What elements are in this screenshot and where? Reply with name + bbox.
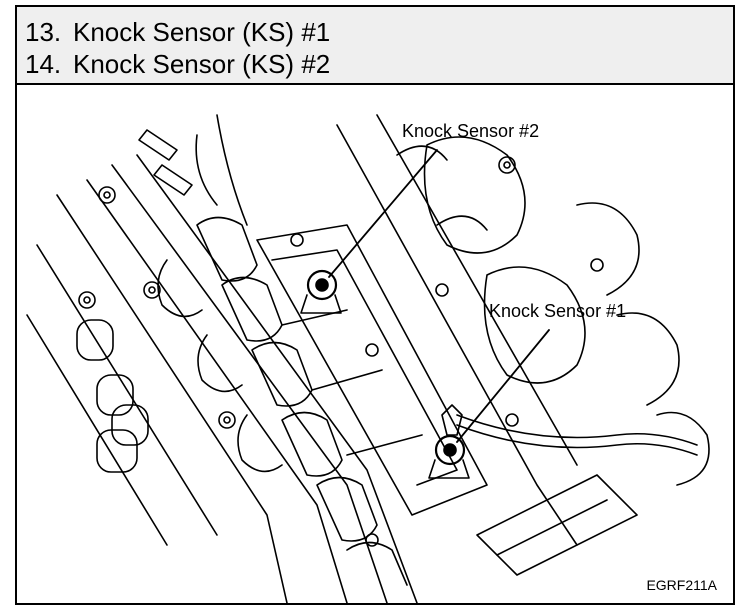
title-line-1: 13. Knock Sensor (KS) #1: [25, 17, 330, 48]
callout-leader-sensor-2: [328, 149, 438, 278]
title-line-2: 14. Knock Sensor (KS) #2: [25, 49, 330, 80]
engine-valley: [256, 224, 488, 516]
sensor-harness: [456, 414, 698, 456]
item-number: 13.: [25, 17, 62, 47]
cylinder-head-left: [26, 154, 418, 603]
bolts: [78, 156, 604, 547]
item-title: Knock Sensor (KS) #1: [73, 17, 331, 47]
callout-leader-sensor-1: [456, 329, 550, 443]
item-title: Knock Sensor (KS) #2: [73, 49, 331, 79]
knock-sensor-1: [428, 404, 470, 479]
item-number: 14.: [25, 49, 62, 79]
figure-frame: 13. Knock Sensor (KS) #1 14. Knock Sensor …: [15, 5, 735, 605]
knock-sensor-2: [300, 269, 342, 314]
callout-label-sensor-1: Knock Sensor #1: [489, 301, 627, 321]
engine-illustration: [26, 114, 710, 603]
intake-ports: [157, 216, 408, 586]
title-box: 13. Knock Sensor (KS) #1 14. Knock Sensor …: [17, 7, 733, 85]
callout-label-sensor-2: Knock Sensor #2: [402, 121, 540, 141]
figure-code: EGRF211A: [646, 577, 717, 593]
left-side-parts: [76, 114, 248, 473]
cylinder-head-right: [336, 114, 710, 576]
